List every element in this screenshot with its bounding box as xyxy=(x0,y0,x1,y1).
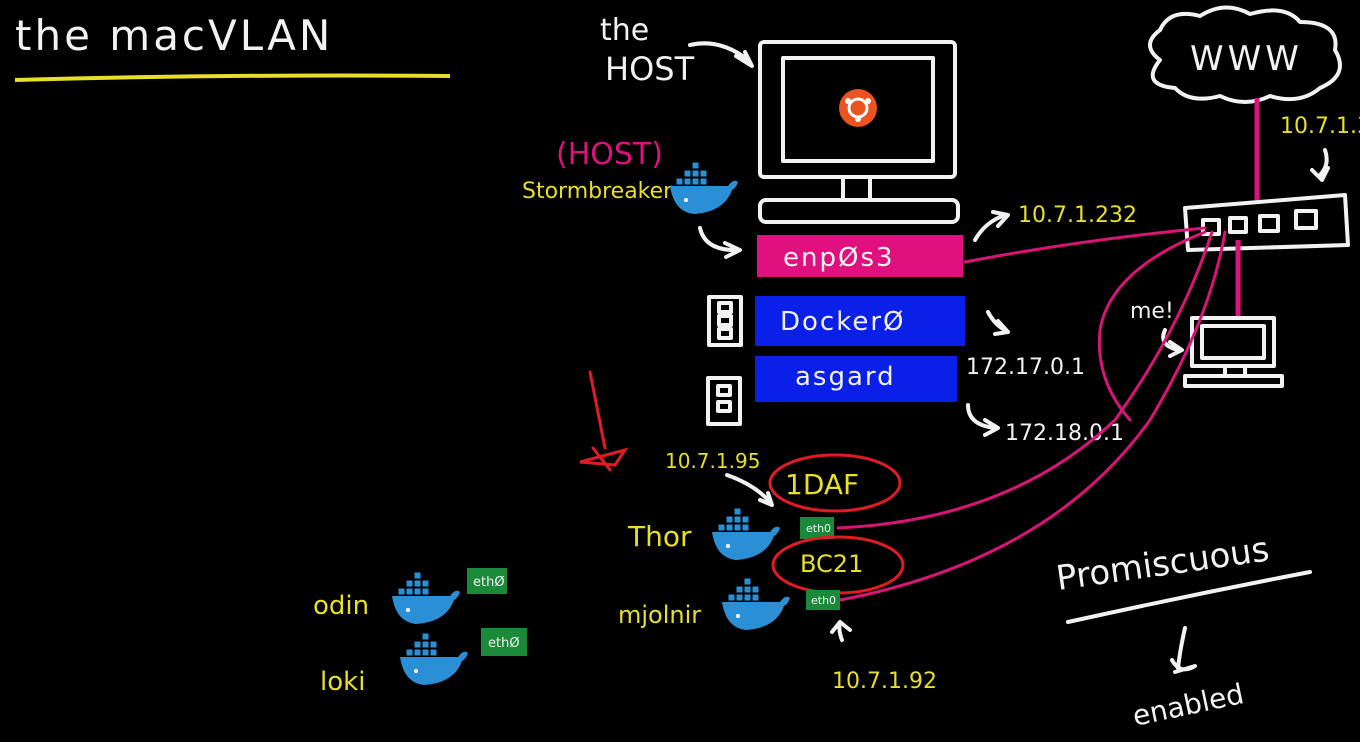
diagram-title: the macVLAN xyxy=(15,11,333,60)
odin-eth-label: ethØ xyxy=(473,575,505,590)
mjolnir-docker-icon xyxy=(722,577,790,630)
mjolnir-mac: BC21 xyxy=(800,550,863,578)
loki-label: loki xyxy=(320,667,365,697)
mjolnir-eth-label: eth0 xyxy=(811,594,836,607)
docker0-bridge-icon xyxy=(707,295,743,347)
asgard-ip-arrow xyxy=(966,403,1000,437)
asgard-ip: 172.18.0.1 xyxy=(1005,421,1124,446)
loki-docker-icon xyxy=(400,632,468,685)
thor-eth-label: eth0 xyxy=(806,522,831,535)
thor-to-router-link xyxy=(836,230,1214,530)
thor-label: Thor xyxy=(627,520,692,553)
promiscuous-underline xyxy=(1066,570,1312,624)
title-underline xyxy=(14,73,451,82)
router-icon xyxy=(1183,193,1350,252)
host-ip-arrow xyxy=(973,210,1010,242)
gateway-ip-arrow xyxy=(1310,148,1330,182)
thor-ip: 10.7.1.95 xyxy=(665,449,760,473)
interface-enp0s3-label: enpØs3 xyxy=(783,243,895,273)
thor-ip-arrow xyxy=(725,473,774,507)
host-label-the: the xyxy=(600,13,649,48)
stormbreaker-arrow xyxy=(698,226,742,259)
docker0-ip-arrow xyxy=(986,310,1010,336)
mjolnir-label: mjolnir xyxy=(618,601,701,629)
host-label-host: HOST xyxy=(605,50,695,88)
me-arrow xyxy=(1161,328,1184,358)
host-mode-label: (HOST) xyxy=(556,137,663,172)
interface-docker0-label: DockerØ xyxy=(780,307,906,337)
ubuntu-logo-icon xyxy=(839,89,877,127)
stormbreaker-label: Stormbreaker xyxy=(522,179,673,204)
enabled-label: enabled xyxy=(1130,677,1247,733)
thor-mac: 1DAF xyxy=(785,468,859,501)
red-arrow xyxy=(579,370,629,472)
host-ip: 10.7.1.232 xyxy=(1018,203,1137,228)
interface-asgard xyxy=(755,356,957,402)
odin-docker-icon xyxy=(392,571,460,624)
thor-eth-badge xyxy=(800,517,834,539)
docker0-ip: 172.17.0.1 xyxy=(966,355,1085,380)
mjolnir-ip-arrow xyxy=(830,620,852,642)
gateway-ip: 10.7.1.3 xyxy=(1280,114,1360,139)
me-label: me! xyxy=(1130,299,1174,324)
interface-asgard-label: asgard xyxy=(795,362,896,392)
enabled-arrow xyxy=(1170,626,1197,674)
cloud-label: WWW xyxy=(1190,39,1303,79)
my-computer-icon xyxy=(1183,316,1284,388)
thor-docker-icon xyxy=(712,507,780,560)
host-label-arrow xyxy=(688,41,754,68)
internet-cloud-icon: WWW xyxy=(1148,5,1342,104)
asgard-bridge-icon xyxy=(706,376,742,426)
enp0s3-to-router-link xyxy=(963,226,1207,264)
host-computer-icon xyxy=(758,40,960,224)
thor-mac-highlight xyxy=(768,453,902,513)
mjolnir-eth-badge xyxy=(806,590,840,610)
loki-eth-badge xyxy=(481,628,527,656)
loki-eth-label: ethØ xyxy=(488,636,520,651)
odin-label: odin xyxy=(313,591,369,621)
interface-enp0s3 xyxy=(757,235,963,277)
interface-docker0 xyxy=(755,296,965,346)
mjolnir-ip: 10.7.1.92 xyxy=(832,669,937,694)
router-loop-link xyxy=(1097,230,1207,422)
mjolnir-to-router-link xyxy=(838,230,1227,602)
stormbreaker-docker-icon xyxy=(670,161,738,214)
odin-eth-badge xyxy=(467,568,507,594)
promiscuous-label: Promiscuous xyxy=(1054,529,1272,598)
